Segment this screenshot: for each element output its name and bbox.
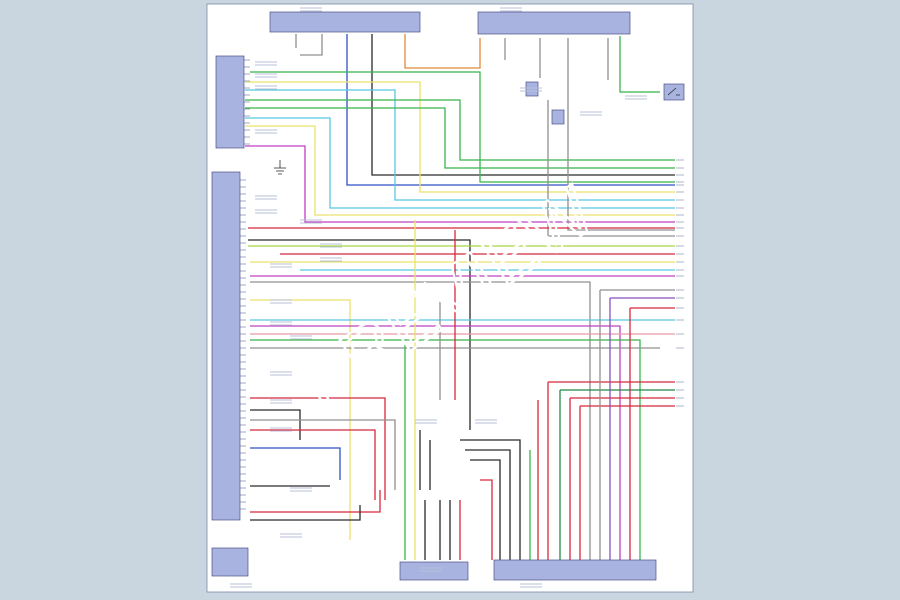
terminal-numbers: [676, 159, 684, 407]
wire-gray-5: [599, 289, 675, 560]
wire-green-right: [619, 36, 660, 93]
illegible-label-blocks: [230, 7, 647, 588]
switch-symbol-icon: [667, 87, 680, 96]
wire-red-4: [250, 429, 376, 500]
connector-ecu: [211, 171, 241, 521]
ground-symbol-icon: [274, 160, 286, 175]
wire-red-9: [629, 307, 675, 560]
wire-red-10: [480, 479, 493, 560]
wire-black-4: [250, 505, 361, 521]
wire-black-top: [371, 34, 675, 176]
wire-layer: [245, 34, 675, 560]
wire-gray-top: [300, 34, 323, 56]
connector-pin-ticks: [240, 59, 250, 510]
wire-cyan-2: [245, 117, 675, 209]
wire-red-6: [547, 381, 675, 560]
connector-layer: [211, 11, 685, 581]
wire-blue-top: [346, 34, 675, 186]
wire-cyan-1: [245, 89, 675, 201]
wire-violet-1: [609, 297, 675, 560]
wire-magenta-3: [250, 325, 621, 560]
wire-red-3: [250, 397, 386, 500]
connector-bottom-left: [211, 547, 249, 577]
connector-relay-1: [525, 81, 539, 97]
wire-yellow-2: [245, 125, 675, 216]
wire-red-5: [250, 490, 381, 513]
wire-green-3: [250, 71, 675, 183]
wire-dkgreen-1: [559, 389, 675, 560]
wire-green-2: [245, 107, 675, 169]
wire-gray-right-5: [547, 100, 675, 237]
connector-top-left: [269, 11, 421, 33]
connector-left-upper: [215, 55, 245, 149]
wire-black-9: [470, 459, 501, 560]
wire-orange-top: [404, 34, 481, 69]
wire-black-7: [460, 439, 521, 560]
wire-gray-4: [250, 419, 396, 490]
connector-relay-2: [551, 109, 565, 125]
connector-switch-box: [663, 83, 685, 101]
wire-green-4: [250, 339, 641, 560]
wire-black-8: [465, 449, 511, 560]
wire-red-7: [569, 397, 675, 560]
connector-bottom-right: [493, 559, 657, 581]
wire-magenta-1: [245, 145, 675, 223]
connector-top-right: [477, 11, 631, 35]
wire-red-8: [579, 405, 675, 560]
wire-gray-right-3: [567, 38, 675, 231]
wire-blue-1: [250, 447, 341, 480]
wire-black-1: [248, 239, 471, 430]
wire-gray-2: [250, 281, 591, 560]
